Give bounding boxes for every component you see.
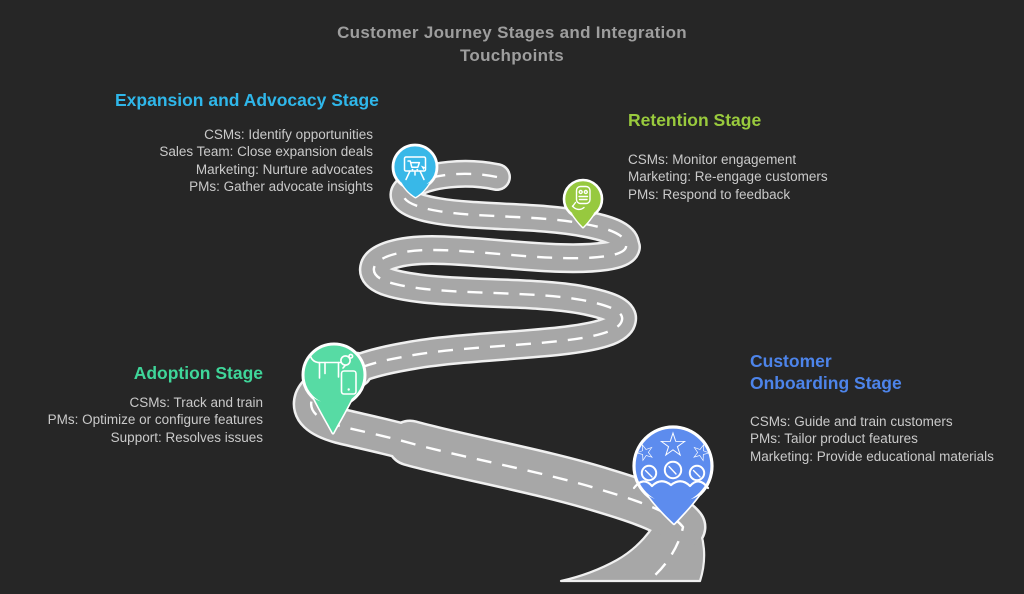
stage-detail-line: Marketing: Re-engage customers (628, 169, 828, 185)
stage-block-onboarding: Customer Onboarding Stage (750, 351, 935, 394)
stage-detail-line: PMs: Optimize or configure features (47, 412, 263, 428)
onboarding-stage-heading: Customer Onboarding Stage (750, 351, 902, 393)
svg-text:☆: ☆ (658, 425, 688, 465)
stage-block-adoption: Adoption Stage (134, 363, 263, 385)
stage-detail-line: Sales Team: Close expansion deals (159, 144, 373, 160)
stage-block-expansion: Expansion and Advocacy Stage (115, 90, 379, 112)
stage-detail-line: Support: Resolves issues (110, 429, 263, 445)
presentation-cart-icon (403, 156, 427, 181)
customer-retention-icon (571, 185, 591, 211)
retention-stage-details: CSMs: Monitor engagement Marketing: Re-e… (628, 151, 828, 203)
stage-detail-line: PMs: Respond to feedback (628, 186, 791, 202)
stage-detail-line: CSMs: Identify opportunities (204, 127, 373, 142)
adoption-stage-pin (301, 342, 367, 435)
customer-satisfaction-icon: ☆ ☆ ☆ (631, 425, 715, 490)
stage-detail-line: Marketing: Provide educational materials (750, 448, 994, 464)
onboarding-stage-pin: ☆ ☆ ☆ (631, 425, 715, 526)
stage-detail-line: Marketing: Nurture advocates (195, 161, 373, 177)
adoption-stage-heading: Adoption Stage (133, 363, 263, 383)
stage-block-retention: Retention Stage (628, 110, 761, 132)
expansion-stage-details: CSMs: Identify opportunities Sales Team:… (33, 126, 373, 196)
stage-detail-line: PMs: Gather advocate insights (189, 179, 373, 195)
expansion-stage-pin (391, 143, 439, 199)
retention-stage-heading: Retention Stage (628, 110, 762, 130)
stage-detail-line: PMs: Tailor product features (750, 431, 918, 447)
expansion-stage-heading: Expansion and Advocacy Stage (115, 90, 379, 110)
onboarding-stage-details: CSMs: Guide and train customers PMs: Tai… (750, 413, 994, 465)
page-title: Customer Journey Stages and Integration … (337, 23, 687, 65)
stage-detail-line: CSMs: Guide and train customers (750, 414, 953, 429)
retention-stage-pin (562, 178, 604, 229)
stage-detail-line: CSMs: Track and train (129, 395, 263, 410)
adoption-stage-details: CSMs: Track and train PMs: Optimize or c… (0, 394, 263, 446)
dog-adoption-icon (309, 353, 357, 395)
stage-detail-line: CSMs: Monitor engagement (628, 152, 797, 167)
